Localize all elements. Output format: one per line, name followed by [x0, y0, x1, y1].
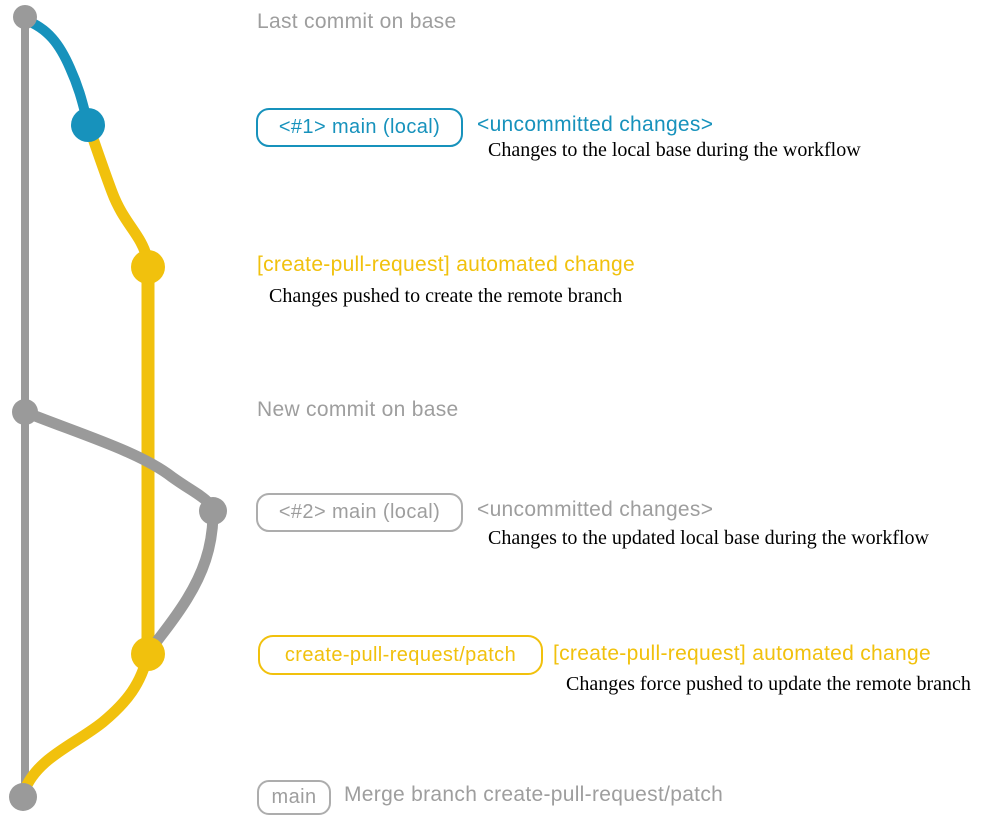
- commit-node-merge: [9, 783, 37, 811]
- patch-branch-curve-1: [82, 118, 153, 264]
- commit-node-local-main-2: [199, 497, 227, 525]
- commit-node-patch-1: [131, 250, 165, 284]
- branch-ref-label: main: [271, 786, 317, 808]
- uncommitted-changes-label-1: <uncommitted changes>: [477, 113, 714, 136]
- commit-node-last-base: [13, 5, 37, 29]
- branch-ref-badge-main-2: <#2> main (local): [256, 493, 463, 532]
- branch-ref-label: <#2> main (local): [278, 501, 441, 523]
- patch-merge-curve: [18, 648, 154, 798]
- branch-ref-badge-patch: create-pull-request/patch: [258, 635, 543, 675]
- branch-ref-badge-main: main: [257, 780, 331, 815]
- branch1-note: Changes to the local base during the wor…: [488, 139, 861, 161]
- branch2-note: Changes to the updated local base during…: [488, 527, 929, 549]
- merge-commit-message: Merge branch create-pull-request/patch: [344, 783, 724, 806]
- commit2-note: Changes force pushed to update the remot…: [566, 673, 971, 695]
- branch-ref-label: create-pull-request/patch: [284, 643, 517, 666]
- commit-node-patch-2: [131, 637, 165, 671]
- commit1-note: Changes pushed to create the remote bran…: [269, 285, 623, 307]
- branch-ref-label: <#1> main (local): [278, 116, 441, 138]
- local-main-branch-curve-2: [19, 406, 219, 660]
- commit-node-local-main-1: [71, 108, 105, 142]
- commit-node-new-base: [12, 399, 38, 425]
- last-commit-label: Last commit on base: [257, 10, 457, 33]
- commit2-message: [create-pull-request] automated change: [553, 642, 931, 665]
- new-commit-label: New commit on base: [257, 398, 459, 421]
- git-graph: [9, 5, 227, 811]
- local-main-branch-curve-1: [20, 15, 93, 129]
- branch-ref-badge-main-1: <#1> main (local): [256, 108, 463, 147]
- commit1-message: [create-pull-request] automated change: [257, 253, 635, 276]
- uncommitted-changes-label-2: <uncommitted changes>: [477, 498, 714, 521]
